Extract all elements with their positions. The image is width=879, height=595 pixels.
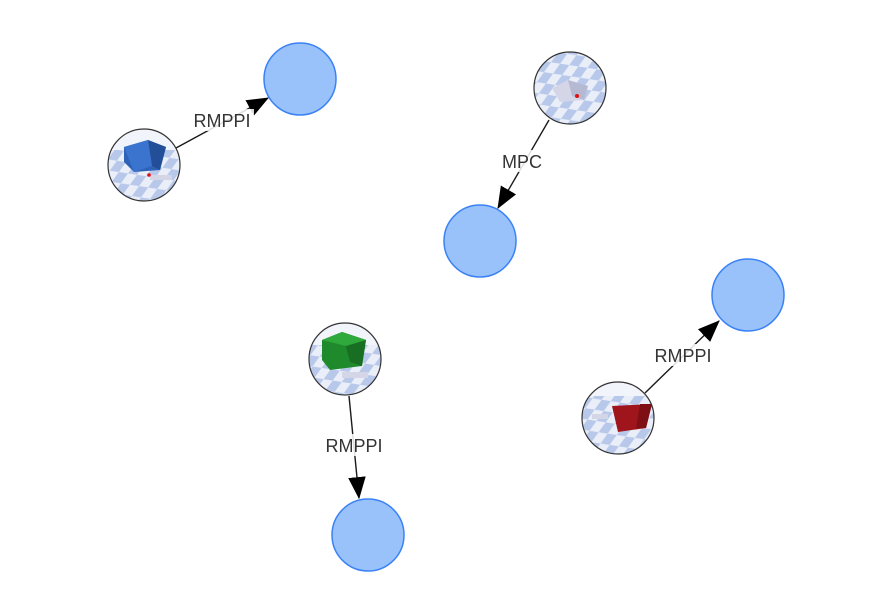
edge-mpc[interactable]: MPC (497, 119, 550, 209)
thumb-ring (308, 322, 382, 396)
edge-label-bg (650, 344, 716, 366)
edge-label-bg (190, 109, 254, 131)
target-node-2[interactable] (443, 204, 517, 278)
edge-rmppi-3[interactable]: RMPPI (644, 320, 720, 394)
edge-label-bg (321, 434, 387, 456)
edge-rmppi-1[interactable]: RMPPI (175, 97, 269, 149)
target-node-1[interactable] (263, 42, 337, 116)
edge-rmppi-2[interactable]: RMPPI (321, 395, 387, 500)
source-node-blue[interactable] (107, 128, 181, 202)
source-node-white[interactable] (533, 51, 607, 125)
thumb-ring (107, 128, 181, 202)
source-node-red[interactable] (581, 381, 655, 455)
edge-label: RMPPI (325, 436, 382, 456)
edge-label: RMPPI (193, 111, 250, 131)
source-node-green[interactable] (308, 322, 382, 396)
edge-label: RMPPI (654, 346, 711, 366)
red-cube-scene-icon (582, 382, 654, 454)
white-cube-scene-icon (534, 52, 606, 124)
thumb-ring (533, 51, 607, 125)
thumb-ring (581, 381, 655, 455)
edge-label-bg (497, 150, 547, 172)
edge-label: MPC (502, 152, 542, 172)
target-node-4[interactable] (331, 498, 405, 572)
target-node-3[interactable] (711, 258, 785, 332)
